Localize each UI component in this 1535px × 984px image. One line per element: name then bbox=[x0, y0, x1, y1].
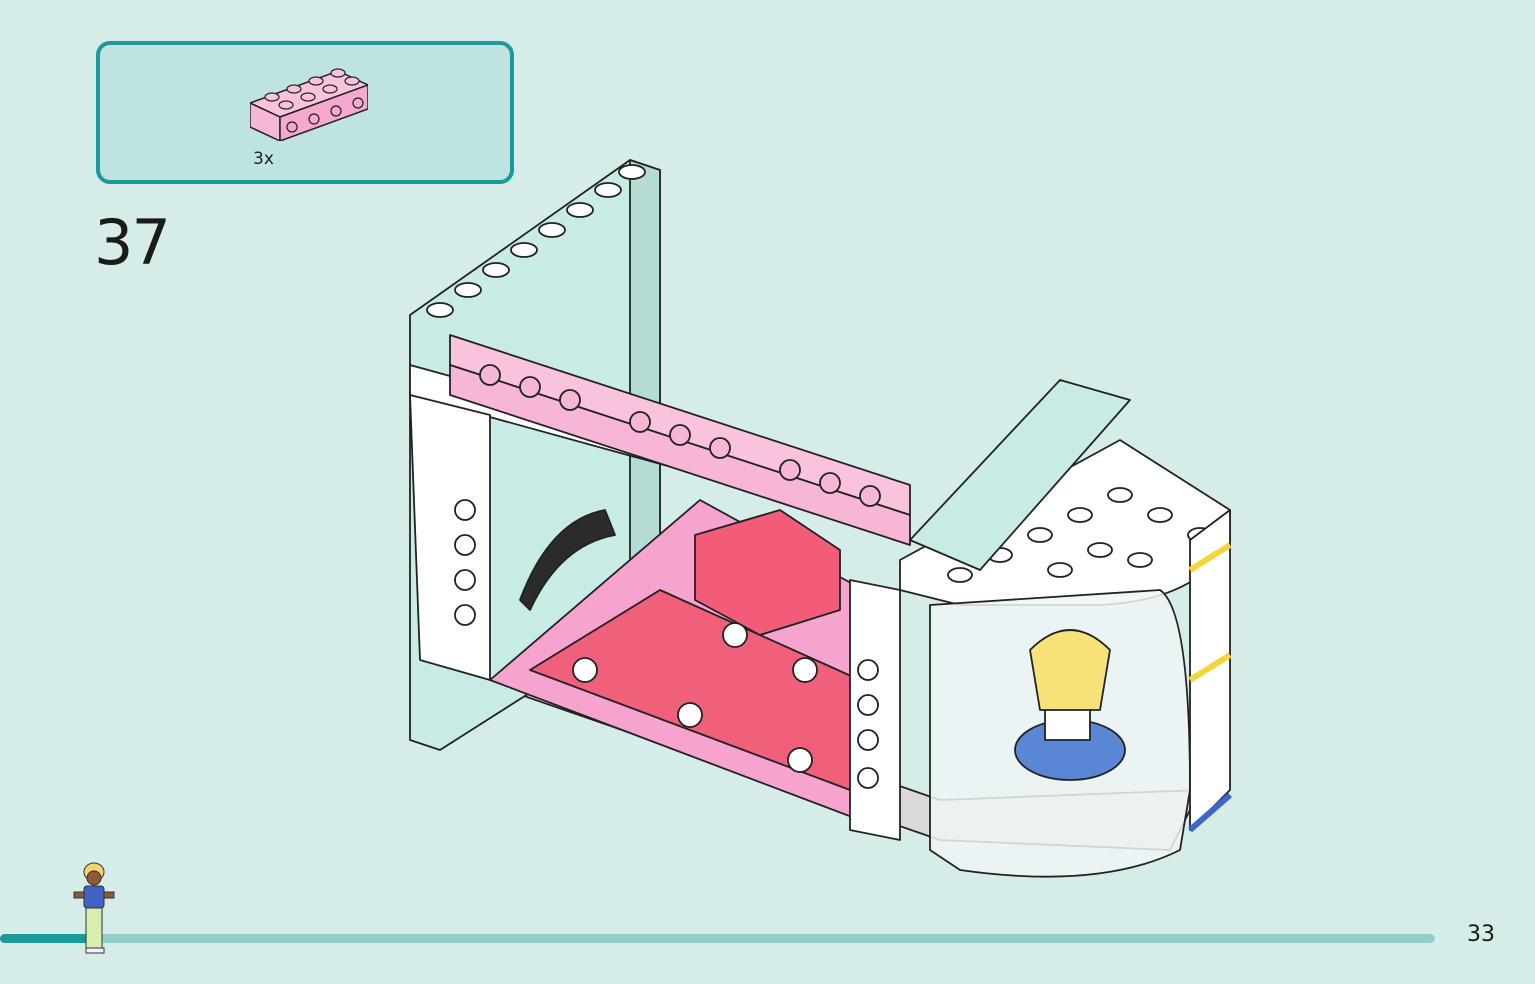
lego-assembly-illustration bbox=[409, 159, 1232, 878]
step-number: 37 bbox=[94, 206, 171, 279]
page-number: 33 bbox=[1467, 922, 1495, 947]
part-quantity: 3x bbox=[253, 149, 274, 169]
pink-brick-icon bbox=[250, 68, 368, 141]
progress-bar bbox=[0, 934, 1435, 943]
minifigure-icon bbox=[73, 862, 115, 954]
progress-fill bbox=[0, 934, 87, 943]
parts-callout: 3x bbox=[96, 41, 514, 184]
